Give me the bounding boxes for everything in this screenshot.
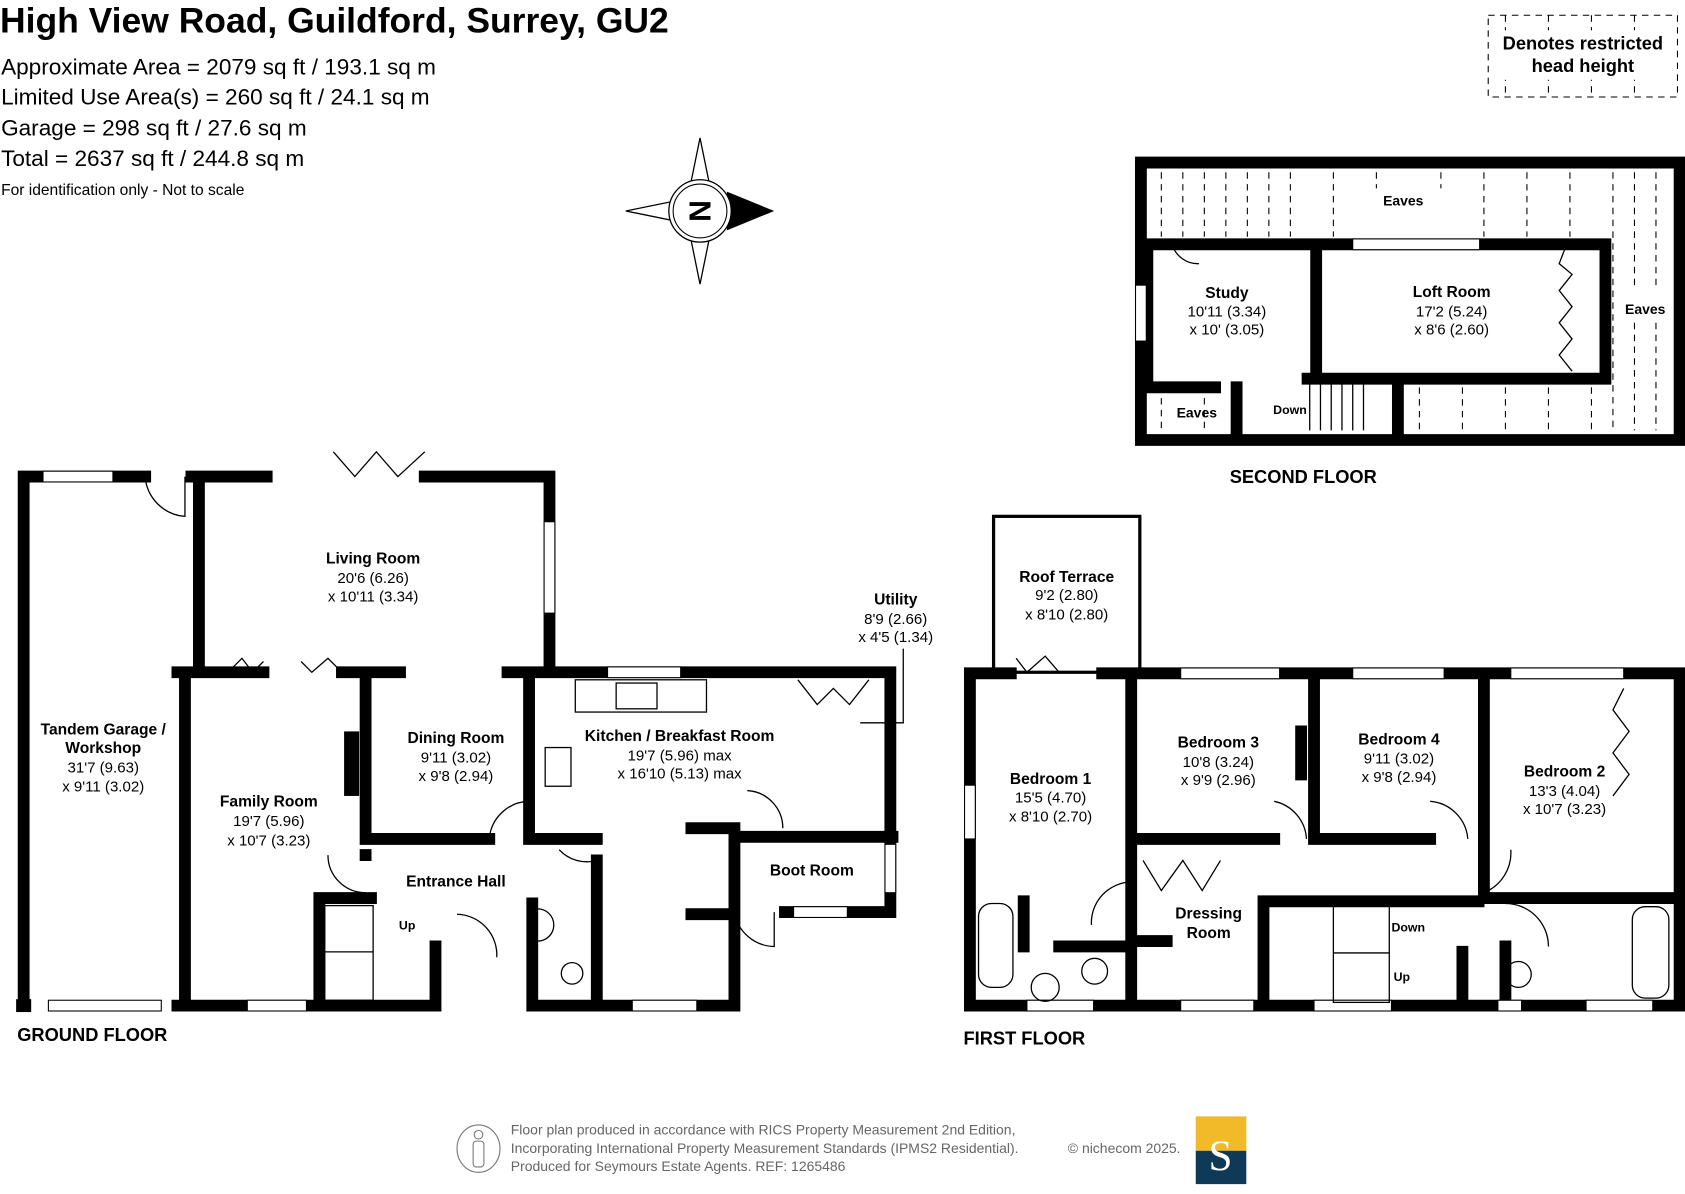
room-name-bed3: Bedroom 3: [1178, 735, 1260, 752]
room-dim-study-1: 10'11 (3.34): [1188, 303, 1267, 320]
room-dim-bed4-2: x 9'8 (2.94): [1362, 769, 1437, 786]
room-dim-bed3-1: 10'8 (3.24): [1183, 754, 1254, 771]
stairs-down-label: Down: [1391, 920, 1425, 934]
room-dim-terrace-2: x 8'10 (2.80): [1025, 607, 1108, 624]
room-name-hall: Entrance Hall: [406, 873, 506, 890]
room-dim-living-2: x 10'11 (3.34): [328, 588, 418, 605]
footer-line-2: Incorporating International Property Mea…: [511, 1140, 1019, 1156]
compass-icon: N: [625, 137, 775, 285]
room-dim-garage-1: 31'7 (9.63): [67, 759, 138, 776]
room-dim-kitchen-1: 19'7 (5.96) max: [628, 747, 733, 764]
room-dim-bed3-2: x 9'9 (2.96): [1181, 772, 1256, 789]
room-dim-utility-1: 8'9 (2.66): [864, 611, 927, 628]
first-floor-label: FIRST FLOOR: [963, 1027, 1085, 1048]
room-name-bed1: Bedroom 1: [1010, 771, 1092, 788]
room-name-dressing-1: Dressing: [1175, 906, 1242, 923]
room-dim-loft-2: x 8'6 (2.60): [1414, 322, 1489, 339]
room-dim-family-1: 19'7 (5.96): [233, 813, 304, 830]
room-dim-garage-2: x 9'11 (3.02): [62, 779, 144, 796]
room-dim-living-1: 20'6 (6.26): [337, 570, 408, 587]
total-area: Total = 2637 sq ft / 244.8 sq m: [1, 146, 304, 171]
seymours-logo: S: [1195, 1116, 1247, 1185]
second-floor-label: SECOND FLOOR: [1230, 466, 1377, 487]
first-floor-plan: [964, 514, 1685, 1012]
ground-floor-label: GROUND FLOOR: [17, 1024, 167, 1045]
room-dim-kitchen-2: x 16'10 (5.13) max: [618, 766, 743, 783]
room-dim-bed2-1: 13'3 (4.04): [1529, 783, 1600, 800]
room-name-dressing-2: Room: [1187, 925, 1231, 942]
room-name-living: Living Room: [326, 551, 420, 568]
room-dim-terrace-1: 9'2 (2.80): [1035, 587, 1098, 604]
ipms-person-icon: [456, 1124, 501, 1173]
ground-floor-plan: [16, 450, 899, 1013]
room-name-terrace: Roof Terrace: [1019, 569, 1114, 586]
room-dim-bed2-2: x 10'7 (3.23): [1523, 801, 1606, 818]
room-name-kitchen: Kitchen / Breakfast Room: [585, 728, 775, 745]
stairs-up-label-first: Up: [1394, 970, 1411, 984]
room-name-bed4: Bedroom 4: [1358, 731, 1440, 748]
room-name-dining: Dining Room: [407, 730, 504, 747]
room-name-garage-2: Workshop: [65, 740, 141, 757]
eaves-label-right: Eaves: [1625, 301, 1666, 317]
garage-area: Garage = 298 sq ft / 27.6 sq m: [1, 116, 307, 141]
approximate-area: Approximate Area = 2079 sq ft / 193.1 sq…: [1, 54, 436, 79]
second-floor-plan: [1134, 156, 1685, 446]
room-dim-bed4-1: 9'11 (3.02): [1364, 751, 1434, 768]
room-dim-family-2: x 10'7 (3.23): [227, 832, 310, 849]
room-dim-bed1-1: 15'5 (4.70): [1015, 789, 1086, 806]
utility-pointer: [860, 648, 904, 724]
room-dim-utility-2: x 4'5 (1.34): [858, 629, 933, 646]
stairs-up-label: Up: [399, 918, 416, 932]
eaves-label-left: Eaves: [1177, 404, 1218, 420]
footer-line-3: Produced for Seymours Estate Agents. REF…: [511, 1158, 846, 1174]
room-dim-study-2: x 10' (3.05): [1190, 322, 1265, 339]
restricted-height-legend: Denotes restricted head height: [1487, 14, 1679, 98]
scale-note: For identification only - Not to scale: [1, 182, 244, 199]
north-label: N: [682, 200, 715, 222]
room-name-garage-1: Tandem Garage /: [41, 722, 167, 739]
legend-line-1: Denotes restricted: [1503, 33, 1663, 54]
room-name-loft: Loft Room: [1413, 284, 1491, 301]
room-dim-bed1-2: x 8'10 (2.70): [1009, 809, 1092, 826]
room-name-study: Study: [1205, 285, 1249, 302]
footer-line-1: Floor plan produced in accordance with R…: [511, 1122, 1016, 1138]
room-name-bed2: Bedroom 2: [1524, 764, 1606, 781]
eaves-label-top: Eaves: [1383, 193, 1424, 209]
footer-copyright: © nichecom 2025.: [1068, 1140, 1181, 1156]
room-name-utility: Utility: [874, 592, 918, 609]
logo-letter: S: [1209, 1133, 1233, 1180]
stairs-down-label-second: Down: [1273, 403, 1307, 417]
room-name-family: Family Room: [220, 794, 318, 811]
legend-line-2: head height: [1532, 55, 1635, 76]
limited-use-area: Limited Use Area(s) = 260 sq ft / 24.1 s…: [1, 85, 430, 110]
room-dim-dining-1: 9'11 (3.02): [421, 750, 491, 767]
page-title: High View Road, Guildford, Surrey, GU2: [0, 0, 669, 40]
room-dim-dining-2: x 9'8 (2.94): [419, 768, 494, 785]
room-name-boot: Boot Room: [770, 863, 854, 880]
room-dim-loft-1: 17'2 (5.24): [1416, 303, 1487, 320]
